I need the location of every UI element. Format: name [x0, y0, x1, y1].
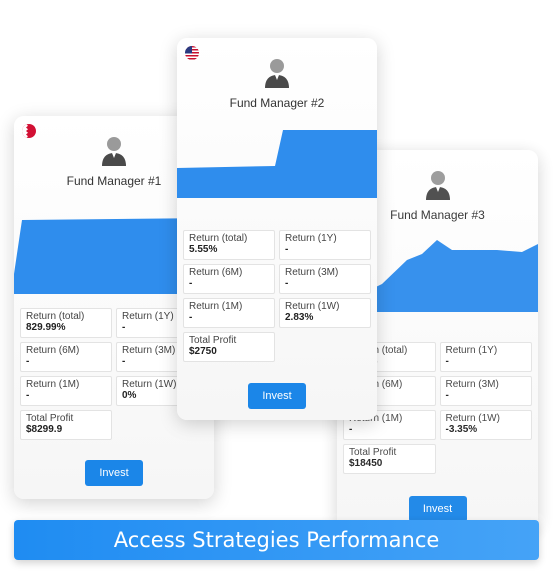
stat-return-1m: Return (1M)- [20, 376, 112, 406]
strategies-banner: Access Strategies Performance [14, 520, 539, 560]
performance-chart [177, 118, 377, 198]
stat-return-6m: Return (6M)- [183, 264, 275, 294]
banner-title: Access Strategies Performance [113, 528, 440, 552]
stat-return-total: Return (total)829.99% [20, 308, 112, 338]
manager-title: Fund Manager #2 [229, 96, 325, 110]
stat-return-1y: Return (1Y)- [439, 342, 532, 372]
stat-total-profit: Total Profit$2750 [183, 332, 275, 362]
stat-return-3m: Return (3M)- [279, 264, 371, 294]
performance-chart [14, 214, 214, 294]
stat-return-1m: Return (1M)- [183, 298, 275, 328]
invest-button[interactable]: Invest [85, 460, 143, 486]
stat-total-profit: Total Profit$18450 [343, 444, 436, 474]
stat-return-1w: Return (1W)2.83% [279, 298, 371, 328]
performance-chart [337, 232, 538, 312]
fund-manager-card-2: Fund Manager #2 Return (total)5.55% Retu… [177, 38, 377, 420]
stat-return-6m: Return (6M)- [20, 342, 112, 372]
us-flag-icon [185, 46, 199, 60]
invest-button[interactable]: Invest [248, 383, 306, 409]
manager-title: Fund Manager #3 [390, 208, 485, 222]
stat-total-profit: Total Profit$8299.9 [20, 410, 112, 440]
stat-return-3m: Return (3M)- [439, 376, 532, 406]
user-avatar-icon [263, 58, 291, 88]
bahrain-flag-icon [22, 124, 36, 138]
invest-button[interactable]: Invest [408, 496, 467, 522]
manager-title: Fund Manager #1 [66, 174, 162, 188]
stat-return-1y: Return (1Y)- [279, 230, 371, 260]
user-avatar-icon [424, 170, 452, 200]
stats-grid: Return (total)5.55% Return (1Y)- Return … [183, 230, 371, 362]
stat-return-1w: Return (1W)-3.35% [439, 410, 532, 440]
stat-return-total: Return (total)5.55% [183, 230, 275, 260]
user-avatar-icon [100, 136, 128, 166]
